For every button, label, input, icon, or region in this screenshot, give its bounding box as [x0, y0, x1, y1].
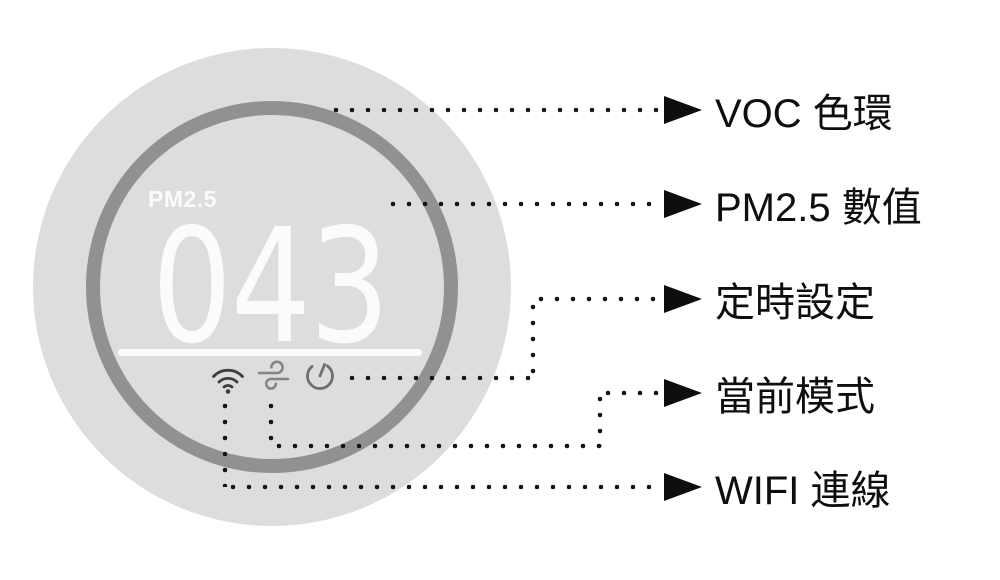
- annotation-current-mode: 當前模式: [664, 365, 875, 421]
- annotation-label: 定時設定: [715, 281, 875, 325]
- connector-timer-v: [530, 299, 536, 378]
- display-underline: [118, 349, 422, 356]
- connector-mode-h1: [271, 443, 603, 449]
- arrow-right-icon: [664, 190, 702, 218]
- connector-timer-h1: [344, 375, 536, 381]
- annotation-label: VOC 色環: [715, 92, 893, 136]
- arrow-right-icon: [664, 379, 702, 407]
- annotation-label: PM2.5 數值: [715, 186, 922, 230]
- annotation-timer-setting: 定時設定: [664, 271, 875, 327]
- connector-pm25-value: [385, 201, 662, 207]
- wind-mode-icon: [257, 360, 290, 390]
- annotation-wifi-connection: WIFI 連線: [664, 459, 891, 515]
- annotation-voc-ring: VOC 色環: [664, 82, 893, 138]
- connector-mode-h2: [600, 390, 662, 396]
- timer-icon: [306, 363, 334, 390]
- annotation-label: 當前模式: [715, 375, 875, 419]
- arrow-right-icon: [664, 285, 702, 313]
- pm25-label: PM2.5: [148, 186, 217, 212]
- connector-wifi-h: [225, 484, 662, 490]
- connector-timer-h2: [533, 296, 662, 302]
- connector-voc-ring: [328, 107, 662, 113]
- annotation-label: WIFI 連線: [715, 469, 891, 513]
- connector-mode-v1: [268, 398, 274, 446]
- wifi-icon: [212, 368, 244, 394]
- pm25-value: 043: [151, 195, 390, 379]
- connector-mode-v2: [597, 391, 603, 446]
- arrow-right-icon: [664, 96, 702, 124]
- annotation-pm25-value: PM2.5 數值: [664, 176, 922, 232]
- arrow-right-icon: [664, 473, 702, 501]
- connector-wifi-v: [222, 398, 228, 487]
